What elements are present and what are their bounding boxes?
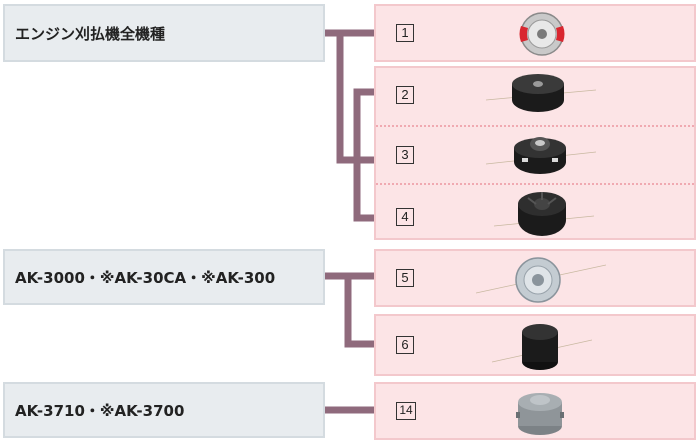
- parts-panel-1: 1: [374, 4, 696, 62]
- divider-2: [376, 183, 694, 185]
- group-label-ak-3000: AK-3000・※AK-30CA・※AK-300: [3, 249, 325, 305]
- nylon-cutter-head-icon: [486, 74, 596, 112]
- parts-panel-4: 6: [374, 314, 696, 376]
- connector-group-2: [325, 272, 374, 348]
- parts-panel-2: 2 3 4: [374, 66, 696, 240]
- item-number-5: 5: [396, 269, 414, 287]
- parts-panel-5: 14: [374, 382, 696, 440]
- nylon-cutter-head-icon: [492, 324, 592, 370]
- item-number-3: 3: [396, 146, 414, 164]
- gray-cutter-head-icon: [516, 393, 564, 435]
- item-number-2: 2: [396, 86, 414, 104]
- red-clip-head-icon: [519, 12, 565, 56]
- connector-group-1: [325, 29, 374, 164]
- parts-panel-3: 5: [374, 249, 696, 307]
- item-number-4: 4: [396, 208, 414, 226]
- nylon-cutter-head-icon: [476, 257, 606, 303]
- divider-1: [376, 125, 694, 127]
- group-label-ak-3710: AK-3710・※AK-3700: [3, 382, 325, 438]
- group-label-all-engine-brushcutters: エンジン刈払機全機種: [3, 4, 325, 62]
- connector-group-1-sub: [353, 88, 374, 160]
- item-number-14: 14: [396, 402, 416, 420]
- connector-group-1-sub2: [353, 160, 374, 222]
- item-number-6: 6: [396, 336, 414, 354]
- item-number-1: 1: [396, 24, 414, 42]
- nylon-cutter-head-icon: [486, 137, 596, 174]
- nylon-cutter-head-icon: [494, 192, 594, 236]
